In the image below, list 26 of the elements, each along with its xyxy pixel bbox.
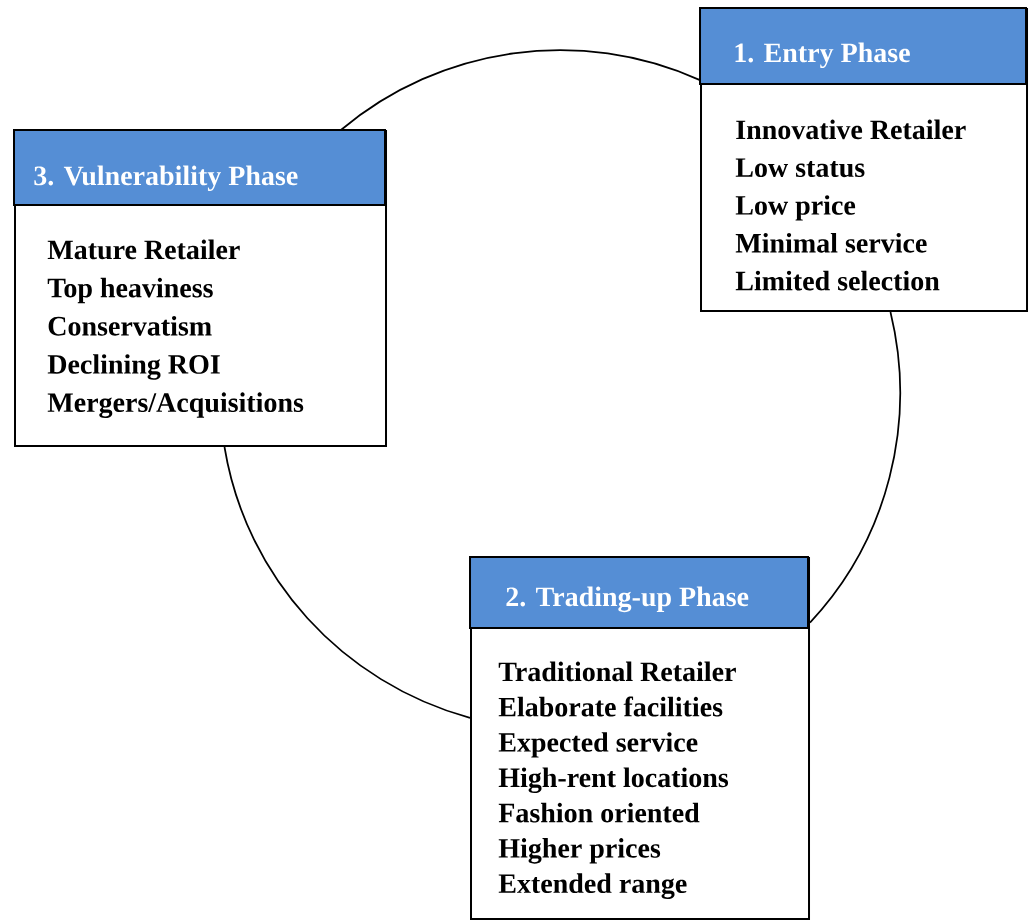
list-item: Mergers/Acquisitions bbox=[47, 392, 304, 418]
cycle-arc bbox=[340, 49, 701, 131]
list-item: Low price bbox=[735, 195, 856, 221]
list-item: Fashion oriented bbox=[498, 802, 700, 823]
list-item: Innovative Retailer bbox=[736, 119, 966, 140]
list-item: Low status bbox=[735, 158, 865, 178]
cycle-arc bbox=[223, 446, 471, 719]
list-item: Traditional Retailer bbox=[498, 661, 736, 682]
cycle-arc bbox=[809, 311, 901, 624]
list-item: Conservatism bbox=[48, 315, 212, 336]
phase-heading: 2. Trading-up Phase bbox=[506, 586, 749, 613]
list-item: Declining ROI bbox=[47, 354, 220, 380]
list-item: Higher prices bbox=[498, 838, 661, 864]
list-item: Extended range bbox=[498, 873, 687, 899]
list-item: Limited selection bbox=[735, 270, 940, 291]
list-item: Expected service bbox=[498, 732, 698, 758]
list-item: High-rent locations bbox=[498, 767, 729, 794]
phase-box bbox=[699, 7, 1028, 312]
phase-heading: 1. Entry Phase bbox=[735, 42, 910, 69]
phase-box bbox=[13, 129, 387, 447]
list-item: Mature Retailer bbox=[47, 239, 240, 260]
list-item: Elaborate facilities bbox=[498, 696, 723, 717]
phase-heading: 3. Vulnerability Phase bbox=[34, 165, 298, 192]
list-item: Minimal service bbox=[735, 232, 927, 253]
phase-box bbox=[469, 556, 810, 920]
list-item: Top heaviness bbox=[47, 277, 213, 304]
